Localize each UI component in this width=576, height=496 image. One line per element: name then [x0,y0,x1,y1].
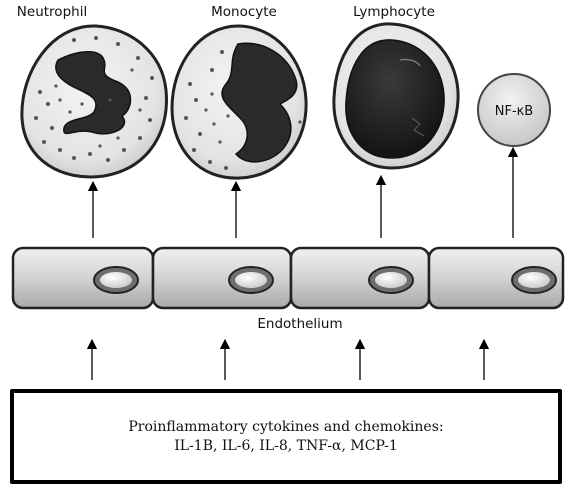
monocyte-cell [170,24,308,180]
neutrophil-cell [20,24,168,179]
nfkb-label: NF-κB [495,104,533,119]
endothelial-cell [11,246,155,310]
arrows-to-cells [87,146,519,238]
cytokines-heading: Proinflammatory cytokines and chemokines… [128,418,444,435]
lymphocyte-cell [332,22,460,170]
cytokines-list: IL-1B, IL-6, IL-8, TNF-α, MCP-1 [174,437,398,454]
arrows-to-endothelium [86,338,490,380]
lymphocyte-label: Lymphocyte [353,4,435,20]
neutrophil-label: Neutrophil [17,4,87,20]
endothelial-cell [151,246,293,310]
endothelium-label: Endothelium [257,316,342,332]
cytokines-box: Proinflammatory cytokines and chemokines… [10,389,562,484]
endothelial-cell [289,246,431,310]
nfkb-cell: NF-κB [477,73,551,147]
endothelial-cell [427,246,565,310]
endothelium-layer [11,246,565,310]
monocyte-label: Monocyte [211,4,277,20]
